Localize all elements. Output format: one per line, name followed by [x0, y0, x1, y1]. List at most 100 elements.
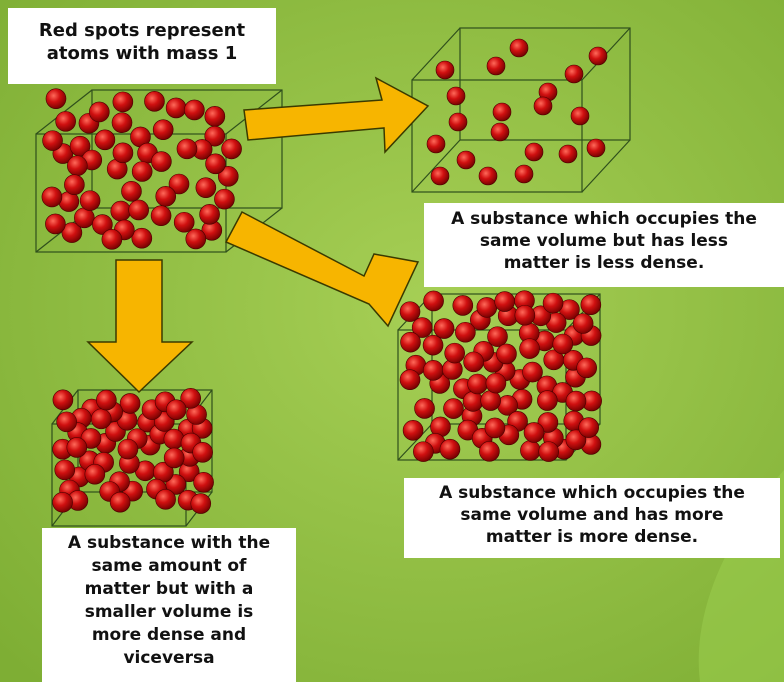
atom: [89, 101, 110, 123]
atom: [180, 388, 201, 409]
less-dense-label: A substance which occupies the same volu…: [424, 203, 784, 287]
atom: [430, 166, 450, 186]
atom: [509, 38, 529, 58]
atom: [476, 297, 498, 318]
atom: [199, 204, 220, 225]
atom: [96, 389, 117, 411]
atom: [452, 295, 474, 316]
atom: [109, 491, 131, 513]
atom: [195, 177, 217, 198]
atom: [443, 398, 464, 419]
atom: [565, 390, 587, 412]
atom: [523, 422, 545, 443]
atom: [90, 408, 112, 430]
atom: [411, 317, 433, 338]
atom: [564, 64, 584, 84]
atom: [45, 88, 67, 109]
atom: [165, 474, 187, 495]
atom: [444, 342, 465, 364]
atom: [423, 290, 444, 312]
atom: [522, 361, 543, 383]
atom: [399, 301, 421, 322]
atom: [214, 188, 235, 210]
more-dense-line-3: matter is more dense.: [485, 527, 699, 548]
atom: [168, 173, 190, 195]
atom: [155, 186, 177, 207]
smaller-volume-line-3: matter but with a: [84, 578, 254, 599]
atom: [456, 150, 476, 170]
atom: [192, 441, 213, 463]
atom: [151, 151, 172, 172]
smaller-volume-line-1: A substance with the: [67, 533, 271, 553]
atom: [422, 334, 444, 356]
atom: [542, 292, 564, 314]
atom: [426, 134, 446, 154]
atom: [480, 390, 501, 411]
atom: [413, 441, 434, 462]
atom: [110, 200, 132, 222]
atom: [176, 138, 198, 160]
atom: [128, 199, 149, 221]
atom: [184, 99, 205, 121]
atom: [117, 438, 139, 460]
atom: [42, 130, 63, 151]
atom: [185, 228, 207, 250]
atom: [45, 213, 66, 235]
atom: [552, 333, 574, 355]
smaller-volume-line-2: same amount of: [91, 555, 247, 576]
smaller-volume-line-5: more dense and: [91, 624, 247, 645]
atom: [144, 91, 165, 112]
less-dense-line-2: same volume but has less: [479, 231, 729, 252]
atom: [479, 441, 500, 462]
atom: [165, 97, 187, 119]
atom: [165, 399, 187, 420]
atom: [496, 343, 517, 365]
atom: [173, 211, 195, 233]
smaller-volume-line-4: smaller volume is: [84, 601, 254, 622]
legend-line-1: Red spots represent: [38, 20, 246, 41]
atom: [478, 166, 498, 186]
atom: [400, 331, 421, 353]
atom: [520, 440, 541, 461]
atom: [205, 153, 226, 175]
atom: [492, 102, 512, 122]
atom: [41, 186, 63, 208]
atom: [399, 369, 421, 390]
atom: [565, 429, 587, 451]
atom: [131, 161, 153, 182]
atom: [79, 190, 101, 211]
legend-line-2: atoms with mass 1: [46, 43, 238, 65]
arrow-to-smaller-volume: [86, 259, 194, 394]
atom: [494, 291, 515, 312]
atom: [84, 463, 106, 485]
atom: [487, 326, 508, 347]
legend-label: Red spots represent atoms with mass 1: [8, 8, 276, 84]
atom: [61, 222, 83, 243]
smaller-volume-line-6: viceversa: [123, 647, 215, 668]
atom: [55, 111, 76, 132]
atom: [463, 351, 484, 373]
atom: [119, 393, 141, 414]
atom: [422, 360, 444, 381]
atom: [131, 227, 153, 249]
less-dense-line-3: matter is less dense.: [503, 253, 705, 274]
atom: [56, 411, 77, 433]
atom: [533, 96, 553, 116]
atom: [52, 389, 74, 411]
atom: [484, 417, 506, 439]
atom: [435, 60, 455, 80]
atom: [580, 294, 602, 315]
arrow-to-less-dense: [243, 76, 430, 154]
arrow-to-more-dense: [224, 210, 420, 328]
atom: [519, 338, 540, 359]
atom: [455, 321, 476, 343]
atom: [467, 373, 488, 395]
atom: [92, 214, 113, 235]
atoms-reference: [41, 88, 242, 250]
atoms-smaller-volume: [52, 388, 214, 514]
more-dense-label: A substance which occupies the same volu…: [404, 478, 780, 558]
smaller-volume-label: A substance with the same amount of matt…: [42, 528, 296, 682]
atom: [94, 129, 116, 151]
atom: [586, 138, 606, 158]
atom: [485, 372, 507, 394]
